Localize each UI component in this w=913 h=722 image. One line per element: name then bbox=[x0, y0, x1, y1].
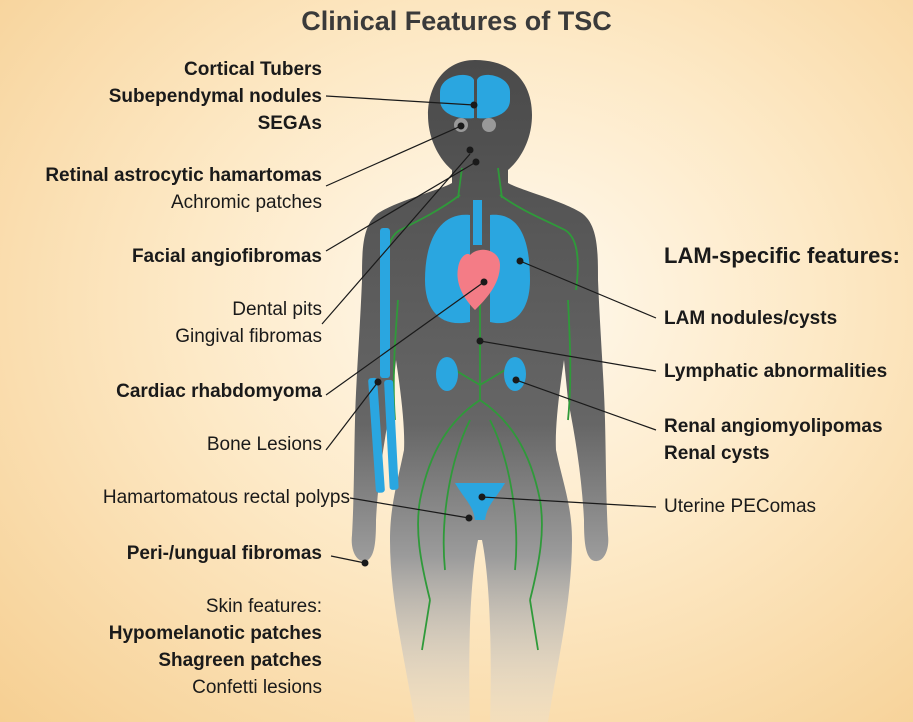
label-facial-angiofibromas: Facial angiofibromas bbox=[132, 245, 322, 269]
label-shagreen-patches: Shagreen patches bbox=[158, 649, 322, 673]
label-skin-features: Skin features: bbox=[206, 595, 322, 619]
label-confetti-lesions: Confetti lesions bbox=[192, 676, 322, 700]
figure-title: Clinical Features of TSC bbox=[0, 6, 913, 37]
label-achromic-patches: Achromic patches bbox=[171, 191, 322, 215]
label-bone-lesions: Bone Lesions bbox=[207, 433, 322, 457]
label-gingival-fibromas: Gingival fibromas bbox=[175, 325, 322, 349]
label-dental-pits: Dental pits bbox=[232, 298, 322, 322]
label-renal-cysts: Renal cysts bbox=[664, 442, 770, 466]
label-retinal-hamartomas: Retinal astrocytic hamartomas bbox=[45, 164, 322, 188]
label-hypomelanotic-patches: Hypomelanotic patches bbox=[109, 622, 322, 646]
label-lam-nodules: LAM nodules/cysts bbox=[664, 307, 837, 331]
label-cortical-tubers: Cortical Tubers bbox=[184, 58, 322, 82]
label-lymphatic-abnormalities: Lymphatic abnormalities bbox=[664, 360, 887, 384]
label-renal-angiomyolipomas: Renal angiomyolipomas bbox=[664, 415, 883, 439]
label-uterine-pecomas: Uterine PEComas bbox=[664, 495, 816, 519]
lam-heading: LAM-specific features: bbox=[664, 244, 900, 268]
label-segas: SEGAs bbox=[258, 112, 322, 136]
label-periungual-fibromas: Peri-/ungual fibromas bbox=[127, 542, 322, 566]
label-cardiac-rhabdomyoma: Cardiac rhabdomyoma bbox=[116, 380, 322, 404]
label-rectal-polyps: Hamartomatous rectal polyps bbox=[103, 486, 350, 510]
label-subependymal-nodules: Subependymal nodules bbox=[109, 85, 322, 109]
